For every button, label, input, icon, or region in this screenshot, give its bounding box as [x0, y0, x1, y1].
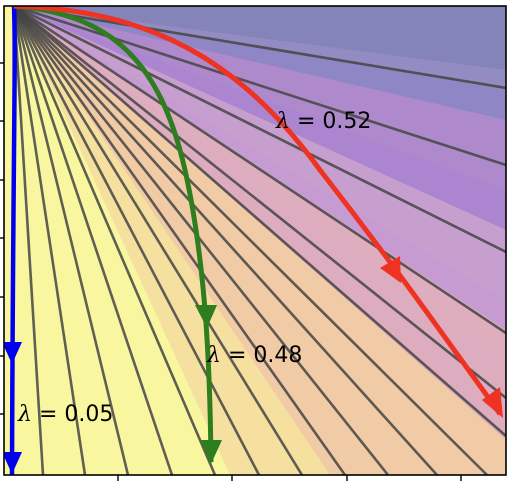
ray-line: [13, 6, 506, 167]
ray-line: [13, 6, 506, 400]
ray-line: [12, 6, 87, 475]
axes-frame: [3, 5, 507, 476]
ray-line: [12, 6, 174, 475]
ray-line: [13, 6, 438, 475]
left-axis-ticks: [0, 62, 4, 415]
ray-line: [12, 6, 390, 475]
green-arrow-head: [195, 305, 217, 328]
blue-curve: [9, 6, 17, 475]
blue-arrow-head: [4, 452, 22, 474]
ray-line: [13, 6, 506, 335]
ray-line: [12, 6, 261, 475]
green-arrow-head: [200, 440, 222, 464]
ray-line: [12, 6, 347, 475]
ray-line: [12, 6, 45, 475]
ray-line: [13, 6, 488, 475]
label-lambda-005: λ = 0.05: [17, 402, 113, 427]
label-lambda-048: λ = 0.48: [206, 343, 302, 368]
ray-line: [13, 6, 506, 437]
bottom-axis-ticks: [117, 475, 462, 481]
band-peach: [14, 6, 506, 475]
ray-line: [12, 6, 217, 475]
red-arrow-head: [380, 256, 401, 283]
band-top-slate: [14, 6, 506, 70]
label-lambda-052: λ = 0.52: [275, 109, 371, 134]
ray-line: [13, 6, 506, 254]
green-curve: [13, 6, 214, 463]
ray-line: [12, 6, 304, 475]
ray-fan: [12, 6, 506, 475]
red-arrow-head: [482, 387, 503, 418]
ray-line: [12, 6, 130, 475]
blue-arrow-head: [4, 342, 22, 364]
ray-line: [13, 6, 506, 90]
red-curve: [13, 6, 503, 416]
